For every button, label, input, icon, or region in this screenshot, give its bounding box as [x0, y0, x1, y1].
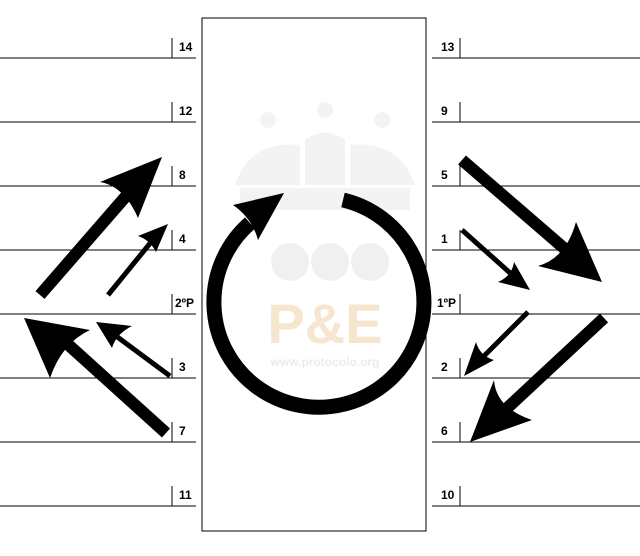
seat-label-right-1: 13	[441, 40, 455, 54]
seat-label-left-2: 12	[179, 104, 193, 118]
head-table	[201, 17, 427, 532]
right-seat-lines	[432, 38, 640, 507]
coins-logo	[271, 243, 389, 281]
arrow-upleft-large	[47, 325, 171, 438]
watermark: P&E www.protocolo.org	[235, 102, 415, 369]
arrow-downright-large	[458, 155, 584, 267]
left-seat-lines	[0, 38, 196, 507]
seat-label-left-8: 11	[179, 488, 192, 502]
seat-label-left-4: 4	[179, 232, 186, 246]
seat-label-right-8: 10	[441, 488, 455, 502]
seat-label-right-5: 1ºP	[437, 296, 456, 310]
arrow-upright-large	[35, 176, 145, 299]
seat-label-right-4: 1	[441, 232, 448, 246]
arrow-upright-small	[106, 234, 158, 297]
seat-label-left-7: 7	[179, 424, 186, 438]
seat-label-left-6: 3	[179, 360, 186, 374]
rotation-arrow	[206, 192, 432, 415]
watermark-monogram: P&E	[267, 292, 382, 355]
arrow-downleft-large	[485, 313, 609, 429]
right-arrows	[458, 155, 609, 442]
crown-logo	[235, 102, 415, 210]
seat-label-right-6: 2	[441, 360, 448, 374]
seat-label-right-7: 6	[441, 424, 448, 438]
seat-label-right-3: 5	[441, 168, 448, 182]
seat-label-left-3: 8	[179, 168, 186, 182]
arrow-downleft-small	[474, 310, 530, 366]
arrow-downright-small	[460, 228, 520, 282]
left-arrows	[24, 157, 172, 438]
watermark-url: www.protocolo.org	[270, 355, 380, 369]
seat-label-left-5: 2ºP	[175, 296, 194, 310]
arrow-upleft-small	[106, 327, 172, 379]
seat-label-left-1: 14	[179, 40, 193, 54]
seat-label-right-2: 9	[441, 104, 448, 118]
